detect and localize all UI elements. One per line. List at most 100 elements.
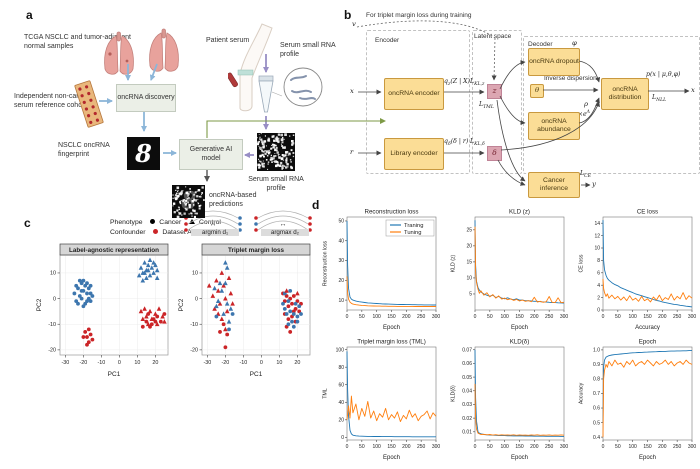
svg-text:50: 50 [338, 219, 344, 225]
svg-text:50: 50 [359, 444, 365, 450]
svg-text:0: 0 [118, 360, 121, 366]
argmax-label: argmax d₂ [261, 229, 309, 236]
series-Traning [346, 351, 436, 438]
series-Tuning [474, 383, 565, 436]
series-Traning [602, 220, 693, 308]
svg-text:-10: -10 [240, 360, 248, 366]
svg-text:10: 10 [50, 271, 56, 277]
svg-text:300: 300 [432, 444, 441, 450]
cancer-inference-box: Cancer inference [528, 172, 580, 198]
y-axis-label: Accuracy [579, 382, 585, 404]
svg-text:5: 5 [469, 292, 472, 298]
plot-title: Label-agnostic representation [69, 247, 159, 254]
oncrna-discovery-box: oncRNA discovery [116, 84, 176, 112]
loss-ce-label: LCE [580, 170, 591, 180]
svg-text:0.01: 0.01 [462, 429, 472, 435]
svg-text:100: 100 [372, 314, 381, 320]
plot-title: KLD(δ) [510, 339, 530, 346]
x-axis-label: PC1 [108, 371, 121, 378]
series-Traning [602, 350, 692, 423]
plot-title: Epoch [639, 339, 657, 346]
x-axis-label: Epoch [511, 455, 528, 461]
svg-text:300: 300 [688, 314, 697, 320]
svg-text:20: 20 [152, 360, 158, 366]
triplet-note-label: For triplet margin loss during training [366, 12, 472, 19]
y-output-label: y [592, 180, 596, 188]
arm-illustration [228, 23, 273, 112]
svg-text:2: 2 [597, 295, 600, 301]
svg-text:100: 100 [628, 314, 637, 320]
x-axis-label: Epoch [383, 455, 400, 461]
tcga-label: TCGA NSCLC and tumor-adjacent normal sam… [24, 34, 131, 51]
svg-text:-20: -20 [190, 348, 198, 354]
svg-text:0: 0 [597, 308, 600, 314]
loss-kl-delta-label: LKL,δ [470, 138, 485, 148]
svg-text:20: 20 [338, 278, 344, 284]
panel-d-label: d [312, 198, 320, 212]
triplet-diagram: ↔ ↔ [184, 210, 312, 232]
svg-text:200: 200 [658, 314, 667, 320]
svg-text:150: 150 [515, 314, 524, 320]
svg-text:4: 4 [597, 283, 600, 289]
oncrna-dropout-box: oncRNA dropout [528, 48, 580, 76]
svg-text:6: 6 [597, 271, 600, 277]
x-output-label: x [691, 86, 695, 94]
svg-text:-10: -10 [48, 322, 56, 328]
svg-text:150: 150 [515, 444, 524, 450]
svg-text:50: 50 [487, 444, 493, 450]
generative-ai-model-box: Generative AI model [179, 139, 243, 170]
svg-text:0.9: 0.9 [593, 362, 600, 368]
svg-text:100: 100 [500, 314, 509, 320]
plot-title: Triplet margin loss (TML) [357, 339, 426, 346]
serum-strip-icon [74, 80, 104, 128]
fingerprint-label: NSCLC oncRNA fingerprint [58, 142, 110, 159]
svg-text:20: 20 [466, 244, 472, 250]
svg-text:300: 300 [560, 444, 569, 450]
y-axis-label: KLD (z) [451, 254, 457, 272]
svg-text:-10: -10 [190, 322, 198, 328]
svg-text:0: 0 [602, 314, 605, 320]
cancer-label: Cancer [159, 219, 182, 226]
tube-icon [258, 75, 274, 113]
serum-profile-bottom-label: Serum small RNA profile [248, 176, 304, 193]
latent-space-label: Latent space [474, 33, 512, 40]
confounder-label: Confounder [110, 229, 146, 236]
svg-text:80: 80 [338, 365, 344, 371]
svg-text:0: 0 [474, 444, 477, 450]
plot-title: KLD (z) [509, 209, 530, 216]
svg-text:150: 150 [387, 314, 396, 320]
q-delta-label: qδ(δ | r) [444, 138, 469, 148]
svg-text:0: 0 [341, 435, 344, 441]
y-axis-label: PC2 [36, 298, 43, 311]
svg-text:-20: -20 [80, 360, 88, 366]
rho-label: ρ [584, 100, 588, 108]
control-label: Control [199, 219, 221, 226]
svg-text:0.07: 0.07 [462, 347, 472, 353]
svg-text:250: 250 [417, 444, 426, 450]
y-axis-label: CE loss [579, 254, 585, 272]
svg-text:8: 8 [181, 187, 196, 215]
svg-text:0: 0 [346, 444, 349, 450]
svg-text:-20: -20 [48, 348, 56, 354]
predictions-label: oncRNA-based predictions [209, 192, 257, 209]
serum-profile-top-label: Serum small RNA profile [280, 42, 336, 59]
svg-text:↔: ↔ [280, 221, 287, 228]
x-axis-label: PC1 [250, 371, 263, 378]
svg-text:↔: ↔ [210, 221, 217, 228]
svg-text:25: 25 [466, 228, 472, 234]
y-axis-label: KLD(δ) [451, 385, 457, 402]
svg-text:20: 20 [338, 418, 344, 424]
svg-text:0.7: 0.7 [593, 391, 600, 397]
svg-text:150: 150 [643, 444, 652, 450]
svg-text:250: 250 [673, 314, 682, 320]
dataset-a-label: Dataset A [162, 229, 192, 236]
cancer-marker-icon [150, 219, 156, 225]
svg-text:0.06: 0.06 [462, 361, 472, 367]
x-axis-label: Accuracy [635, 325, 660, 331]
svg-text:250: 250 [545, 444, 554, 450]
svg-text:1.0: 1.0 [593, 348, 600, 354]
